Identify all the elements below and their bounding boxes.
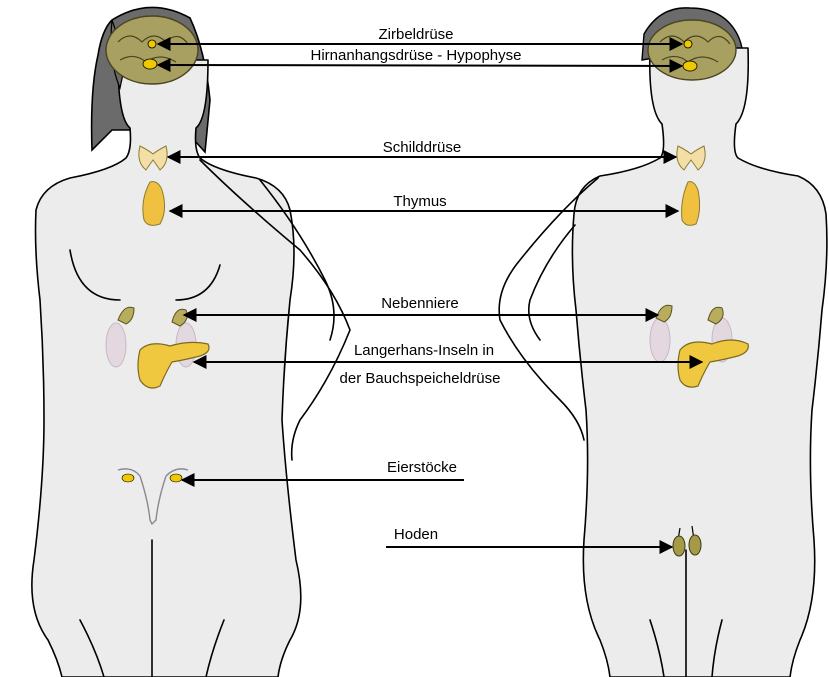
female-ovary-left <box>122 474 134 482</box>
label-testes: Hoden <box>394 526 438 543</box>
male-arm-inner <box>529 225 575 340</box>
female-brain <box>106 16 198 84</box>
label-thymus: Thymus <box>393 193 446 210</box>
female-pineal-gland <box>148 40 156 48</box>
male-testis-left <box>673 536 685 556</box>
male-testis-right <box>689 535 701 555</box>
female-kidney-left <box>106 323 126 367</box>
label-pineal: Zirbeldrüse <box>378 26 453 43</box>
label-pituitary: Hirnanhangsdrüse - Hypophyse <box>311 47 522 64</box>
label-thyroid: Schilddrüse <box>383 139 461 156</box>
label-pancreas-line1: Langerhans-Inseln in <box>354 342 494 359</box>
male-kidney-left <box>650 318 670 362</box>
female-pituitary-gland <box>143 59 157 69</box>
arrow-pituitary <box>158 65 682 66</box>
gland-labels: Zirbeldrüse Hirnanhangsdrüse - Hypophyse… <box>311 26 522 543</box>
label-ovaries: Eierstöcke <box>387 459 457 476</box>
label-pancreas-line2: der Bauchspeicheldrüse <box>340 370 501 387</box>
female-ovary-right <box>170 474 182 482</box>
male-figure <box>499 8 827 677</box>
male-pituitary-gland <box>683 61 697 71</box>
label-adrenal: Nebenniere <box>381 295 459 312</box>
female-figure <box>32 7 350 677</box>
male-pineal-gland <box>684 40 692 48</box>
